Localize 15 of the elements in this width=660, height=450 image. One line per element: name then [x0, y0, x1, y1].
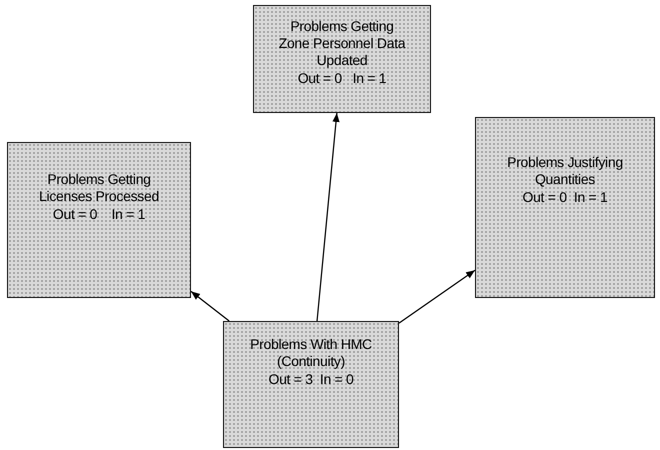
count-text: Out = 3 In = 0: [268, 370, 354, 388]
arrow: [398, 270, 476, 324]
process-box: [475, 117, 655, 298]
count-text: Out = 0 In = 1: [522, 188, 608, 206]
process-box: [7, 142, 191, 298]
arrow: [316, 112, 340, 322]
box-title: Problems Getting Licenses Processed: [38, 171, 160, 205]
process-box: [253, 5, 431, 113]
process-box: [223, 321, 399, 448]
arrow: [190, 290, 230, 322]
count-text: Out = 0 In = 1: [298, 69, 386, 87]
box-title: Problems Justifying Quantities: [506, 154, 624, 188]
count-text: Out = 0 In = 1: [52, 205, 146, 223]
box-title: Problems With HMC (Continuity): [249, 336, 373, 370]
box-title: Problems Getting Zone Personnel Data Updated: [278, 18, 406, 69]
